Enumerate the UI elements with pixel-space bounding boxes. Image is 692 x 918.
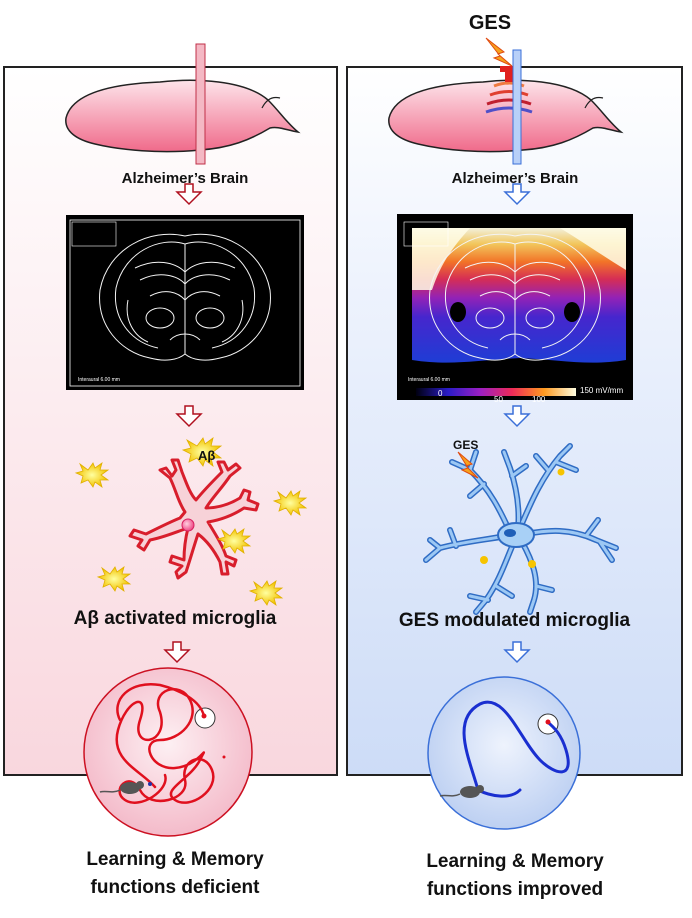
abeta-plaque-icon <box>181 437 223 467</box>
right-slice-caption: Interaural 6.00 mm <box>408 377 450 383</box>
right-brain-slice-heatmap <box>397 214 633 400</box>
colorbar-tick-50: 50 <box>494 395 503 404</box>
right-microglia <box>423 443 619 615</box>
lightning-bolt-icon <box>485 37 513 67</box>
left-microglia-label: Aβ activated microglia <box>73 608 277 629</box>
ges-title: GES <box>468 12 512 34</box>
left-arrow-2 <box>175 405 203 428</box>
ges-small-label: GES <box>453 438 478 452</box>
left-brain-illustration <box>65 79 301 153</box>
left-slice-caption: Interaural 6.00 mm <box>78 377 120 383</box>
small-burst-icon <box>480 468 565 568</box>
left-brain-label: Alzheimer’s Brain <box>121 170 249 187</box>
left-brain-slice <box>66 215 304 390</box>
left-outcome-line2: functions deficient <box>90 877 260 898</box>
left-arrow-3 <box>163 641 191 664</box>
abeta-burst-icon <box>74 462 308 606</box>
left-panel <box>3 66 338 776</box>
left-outcome-line1: Learning & Memory <box>86 849 264 870</box>
right-microglia-label: GES modulated microglia <box>398 610 631 631</box>
left-microglia <box>128 458 260 580</box>
abeta-label: Aβ <box>198 448 215 463</box>
left-outcome-label: Learning & Memory functions deficient <box>20 846 330 902</box>
colorbar-tick-0: 0 <box>438 389 443 398</box>
right-outcome-label: Learning & Memory functions improved <box>355 848 675 904</box>
right-electrode <box>512 49 522 165</box>
right-mouse-icon <box>439 785 484 798</box>
left-mouse-icon <box>99 781 152 794</box>
right-water-maze <box>427 676 581 830</box>
left-electrode <box>195 43 206 165</box>
right-outcome-line2: functions improved <box>426 879 604 900</box>
right-arrow-3 <box>503 641 531 664</box>
left-water-maze <box>83 667 253 837</box>
ges-small-lightning-icon <box>457 451 479 479</box>
right-outcome-line1: Learning & Memory <box>426 851 604 872</box>
colorbar-tick-100: 100 <box>532 395 546 404</box>
left-arrow-1 <box>175 183 203 206</box>
right-arrow-2 <box>503 405 531 428</box>
colorbar-unit: 150 mV/mm <box>580 386 623 395</box>
right-brain-label: Alzheimer’s Brain <box>451 170 579 187</box>
right-brain-illustration <box>388 79 624 153</box>
right-arrow-1 <box>503 183 531 206</box>
